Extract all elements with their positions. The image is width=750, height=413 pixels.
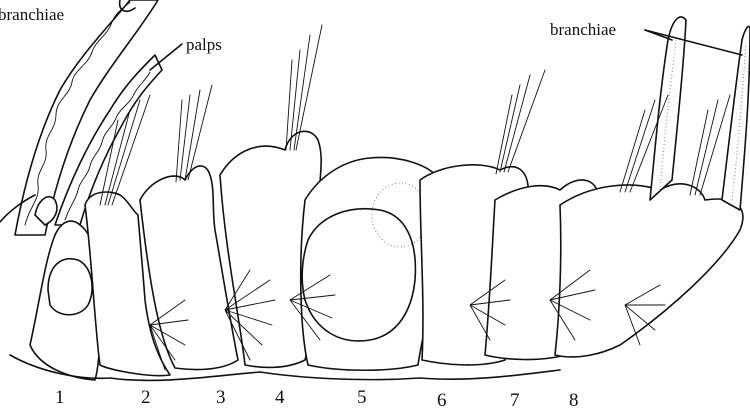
branchiae-label-right: branchiae bbox=[550, 20, 616, 39]
segment-label-5: 5 bbox=[357, 387, 367, 408]
branchiae-label-left: branchiae bbox=[0, 5, 64, 24]
segment-label-1: 1 bbox=[55, 387, 65, 408]
branchiae-leader-line-2 bbox=[645, 30, 742, 55]
palps-drawing bbox=[0, 0, 162, 235]
segment-label-3: 3 bbox=[216, 387, 226, 408]
segment-label-7: 7 bbox=[510, 390, 520, 411]
palps-label: palps bbox=[186, 35, 222, 54]
branchiae-drawing bbox=[650, 17, 750, 210]
segment-label-6: 6 bbox=[437, 390, 447, 411]
segment-label-4: 4 bbox=[275, 387, 285, 408]
segment-label-8: 8 bbox=[569, 390, 579, 411]
segment-label-2: 2 bbox=[141, 387, 151, 408]
